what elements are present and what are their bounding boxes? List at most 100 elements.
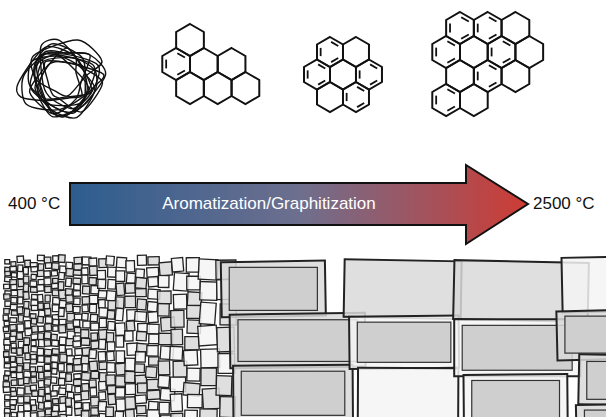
crystallite [59,388,66,395]
double-bond [370,64,377,68]
crystallite [24,404,31,411]
crystallite [51,340,58,346]
crystallite [17,348,23,355]
crystallite [147,379,159,390]
crystallite [4,284,10,289]
crystallite [107,363,115,373]
crystallite [24,301,29,308]
molecule-sketches [17,12,543,118]
crystallite [74,365,82,372]
crystallite [17,256,24,263]
crystallite [147,324,159,334]
crystallite [5,260,10,264]
crystallite [135,277,146,288]
crystallite [89,266,97,276]
crystallite [51,283,58,289]
crystallite [58,364,64,371]
crystallite [125,397,136,410]
crystallite [31,305,38,310]
crystallite [185,337,199,350]
crystallite [89,295,97,303]
aromatic-cluster [162,24,259,104]
crystallite [221,260,326,317]
crystallite [4,294,11,300]
crystallite [135,311,147,321]
double-bond [447,58,455,62]
crystallite [45,317,52,324]
crystallite [106,407,114,417]
crystallite [38,316,44,323]
crystallite [159,262,173,276]
crystallite [4,308,10,313]
crystallite [186,258,199,272]
double-bond [370,81,377,85]
crystallite [23,267,28,274]
crystallite [578,354,606,406]
crystallite [171,258,183,272]
crystallite [52,263,59,270]
crystallite [66,374,72,382]
crystallite [38,411,45,417]
crystallite [126,321,135,331]
crystallite [45,394,51,400]
crystallite [116,257,126,268]
crystallite [158,275,169,287]
crystallite [462,325,572,370]
crystallite [81,338,90,345]
crystallite [99,381,107,390]
crystallite [349,316,459,369]
crystallite [73,320,80,327]
crystallite [31,377,37,383]
crystallite [137,255,146,265]
crystallite [74,373,82,379]
crystallite [23,292,29,300]
crystallite [587,361,606,399]
crystallite [23,276,28,283]
crystallite [463,374,567,417]
crystallite [98,290,107,298]
crystallite [45,416,53,417]
temperature-label: 2500 °C [533,194,595,214]
crystallite [357,322,451,362]
crystallite [147,346,158,356]
crystallite [82,305,88,312]
crystallite [24,396,30,402]
crystallite [51,334,57,340]
crystallite [238,320,357,362]
crystallite [23,345,28,353]
crystallite [136,331,146,341]
crystallite [89,361,97,371]
crystallite [173,294,187,309]
crystallite [81,391,89,400]
double-bond [318,64,325,68]
crystallite [51,270,58,276]
crystallite [3,315,8,320]
crystallite [17,357,23,364]
crystallite [44,278,51,285]
crystallite [10,304,17,309]
crystallite [38,389,44,396]
crystallite [11,262,16,267]
crystallite [18,265,23,272]
crystallite [89,304,96,313]
crystallite [30,413,37,417]
crystallite [52,399,58,404]
crystallite [106,256,115,266]
crystallite [53,319,59,325]
crystallite [241,371,345,415]
double-bond [449,24,451,33]
crystallite [51,368,57,374]
crystallite [11,348,16,353]
crystallite [99,392,106,400]
crystallite [90,416,98,417]
double-bond [357,103,364,107]
crystallite [37,294,43,302]
crystallite [52,349,59,355]
crystallite [81,356,89,364]
crystallite [18,397,24,404]
crystallite [3,327,9,332]
crystallite [73,278,81,284]
benzene-ring [460,84,488,116]
tangled-chain [44,61,102,112]
crystallite [158,375,170,388]
